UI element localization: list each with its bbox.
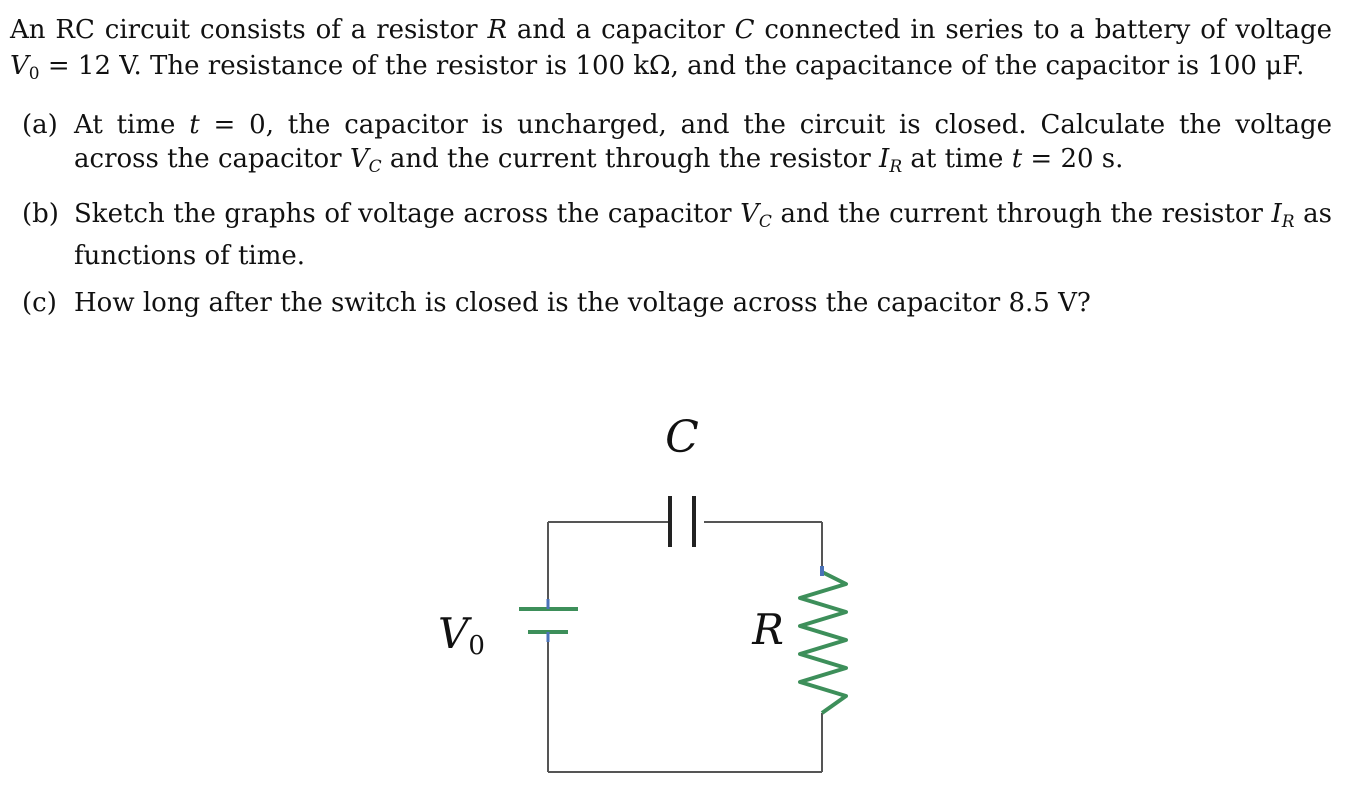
intro-text-4: = 12 V. The resistance of the resistor i… <box>47 51 1305 81</box>
part-b-text-1: Sketch the graphs of voltage across the … <box>74 199 732 229</box>
intro-text-2: and a capacitor <box>516 15 725 45</box>
capacitor-label: C <box>665 412 699 463</box>
part-a-text-1: At time <box>74 110 176 140</box>
part-a-body: At time t = 0, the capacitor is uncharge… <box>74 108 1332 184</box>
resistor-label: R <box>751 605 784 654</box>
part-c: (c) How long after the switch is closed … <box>22 286 1332 320</box>
battery-label-V: V <box>438 609 472 658</box>
var-IR-sub: R <box>889 157 903 177</box>
circuit-wires <box>547 521 823 773</box>
part-b-text-3: as functions of time. <box>74 199 1333 271</box>
battery-label: V0 <box>438 609 485 661</box>
var-VC-b-sub: C <box>758 212 772 232</box>
part-a-label: (a) <box>22 110 58 140</box>
battery-label-sub: 0 <box>468 631 485 661</box>
var-IR: I <box>879 144 890 174</box>
var-IR-b: I <box>1271 199 1282 229</box>
var-t-2: t <box>1011 144 1023 174</box>
part-a-text-2: = 0, the capacitor is uncharged, and the… <box>74 110 1333 174</box>
var-R: R <box>487 15 508 45</box>
problem-statement: An RC circuit consists of a resistor R a… <box>10 12 1332 92</box>
part-a: (a) At time t = 0, the capacitor is unch… <box>22 108 1332 184</box>
intro-text-1: An RC circuit consists of a resistor <box>10 15 478 45</box>
var-VC-b: V <box>740 199 759 229</box>
part-a-text-5: = 20 s. <box>1030 144 1124 174</box>
part-b-text-2: and the current through the resistor <box>780 199 1263 229</box>
rc-circuit-diagram: C R V0 <box>438 412 848 773</box>
intro-text-3: connected in series to a battery of volt… <box>764 15 1333 45</box>
question-parts: (a) At time t = 0, the capacitor is unch… <box>22 108 1332 333</box>
var-VC: V <box>349 144 369 174</box>
resistor-symbol <box>798 566 848 715</box>
part-a-text-4: at time <box>910 144 1004 174</box>
part-b-label: (b) <box>22 199 59 229</box>
part-a-text-3: and the current through the resistor <box>389 144 871 174</box>
part-c-label: (c) <box>22 288 57 318</box>
part-b: (b) Sketch the graphs of voltage across … <box>22 197 1332 273</box>
var-C: C <box>734 15 755 45</box>
var-V0-sub: 0 <box>28 64 40 84</box>
var-V0: V <box>10 51 29 81</box>
var-t: t <box>189 110 200 140</box>
battery-symbol <box>519 599 578 642</box>
var-VC-sub: C <box>368 157 382 177</box>
capacitor-symbol <box>668 496 696 547</box>
resistor-zigzag <box>798 570 848 715</box>
part-b-body: Sketch the graphs of voltage across the … <box>74 197 1332 273</box>
part-c-body: How long after the switch is closed is t… <box>74 288 1091 318</box>
var-IR-b-sub: R <box>1281 212 1295 232</box>
